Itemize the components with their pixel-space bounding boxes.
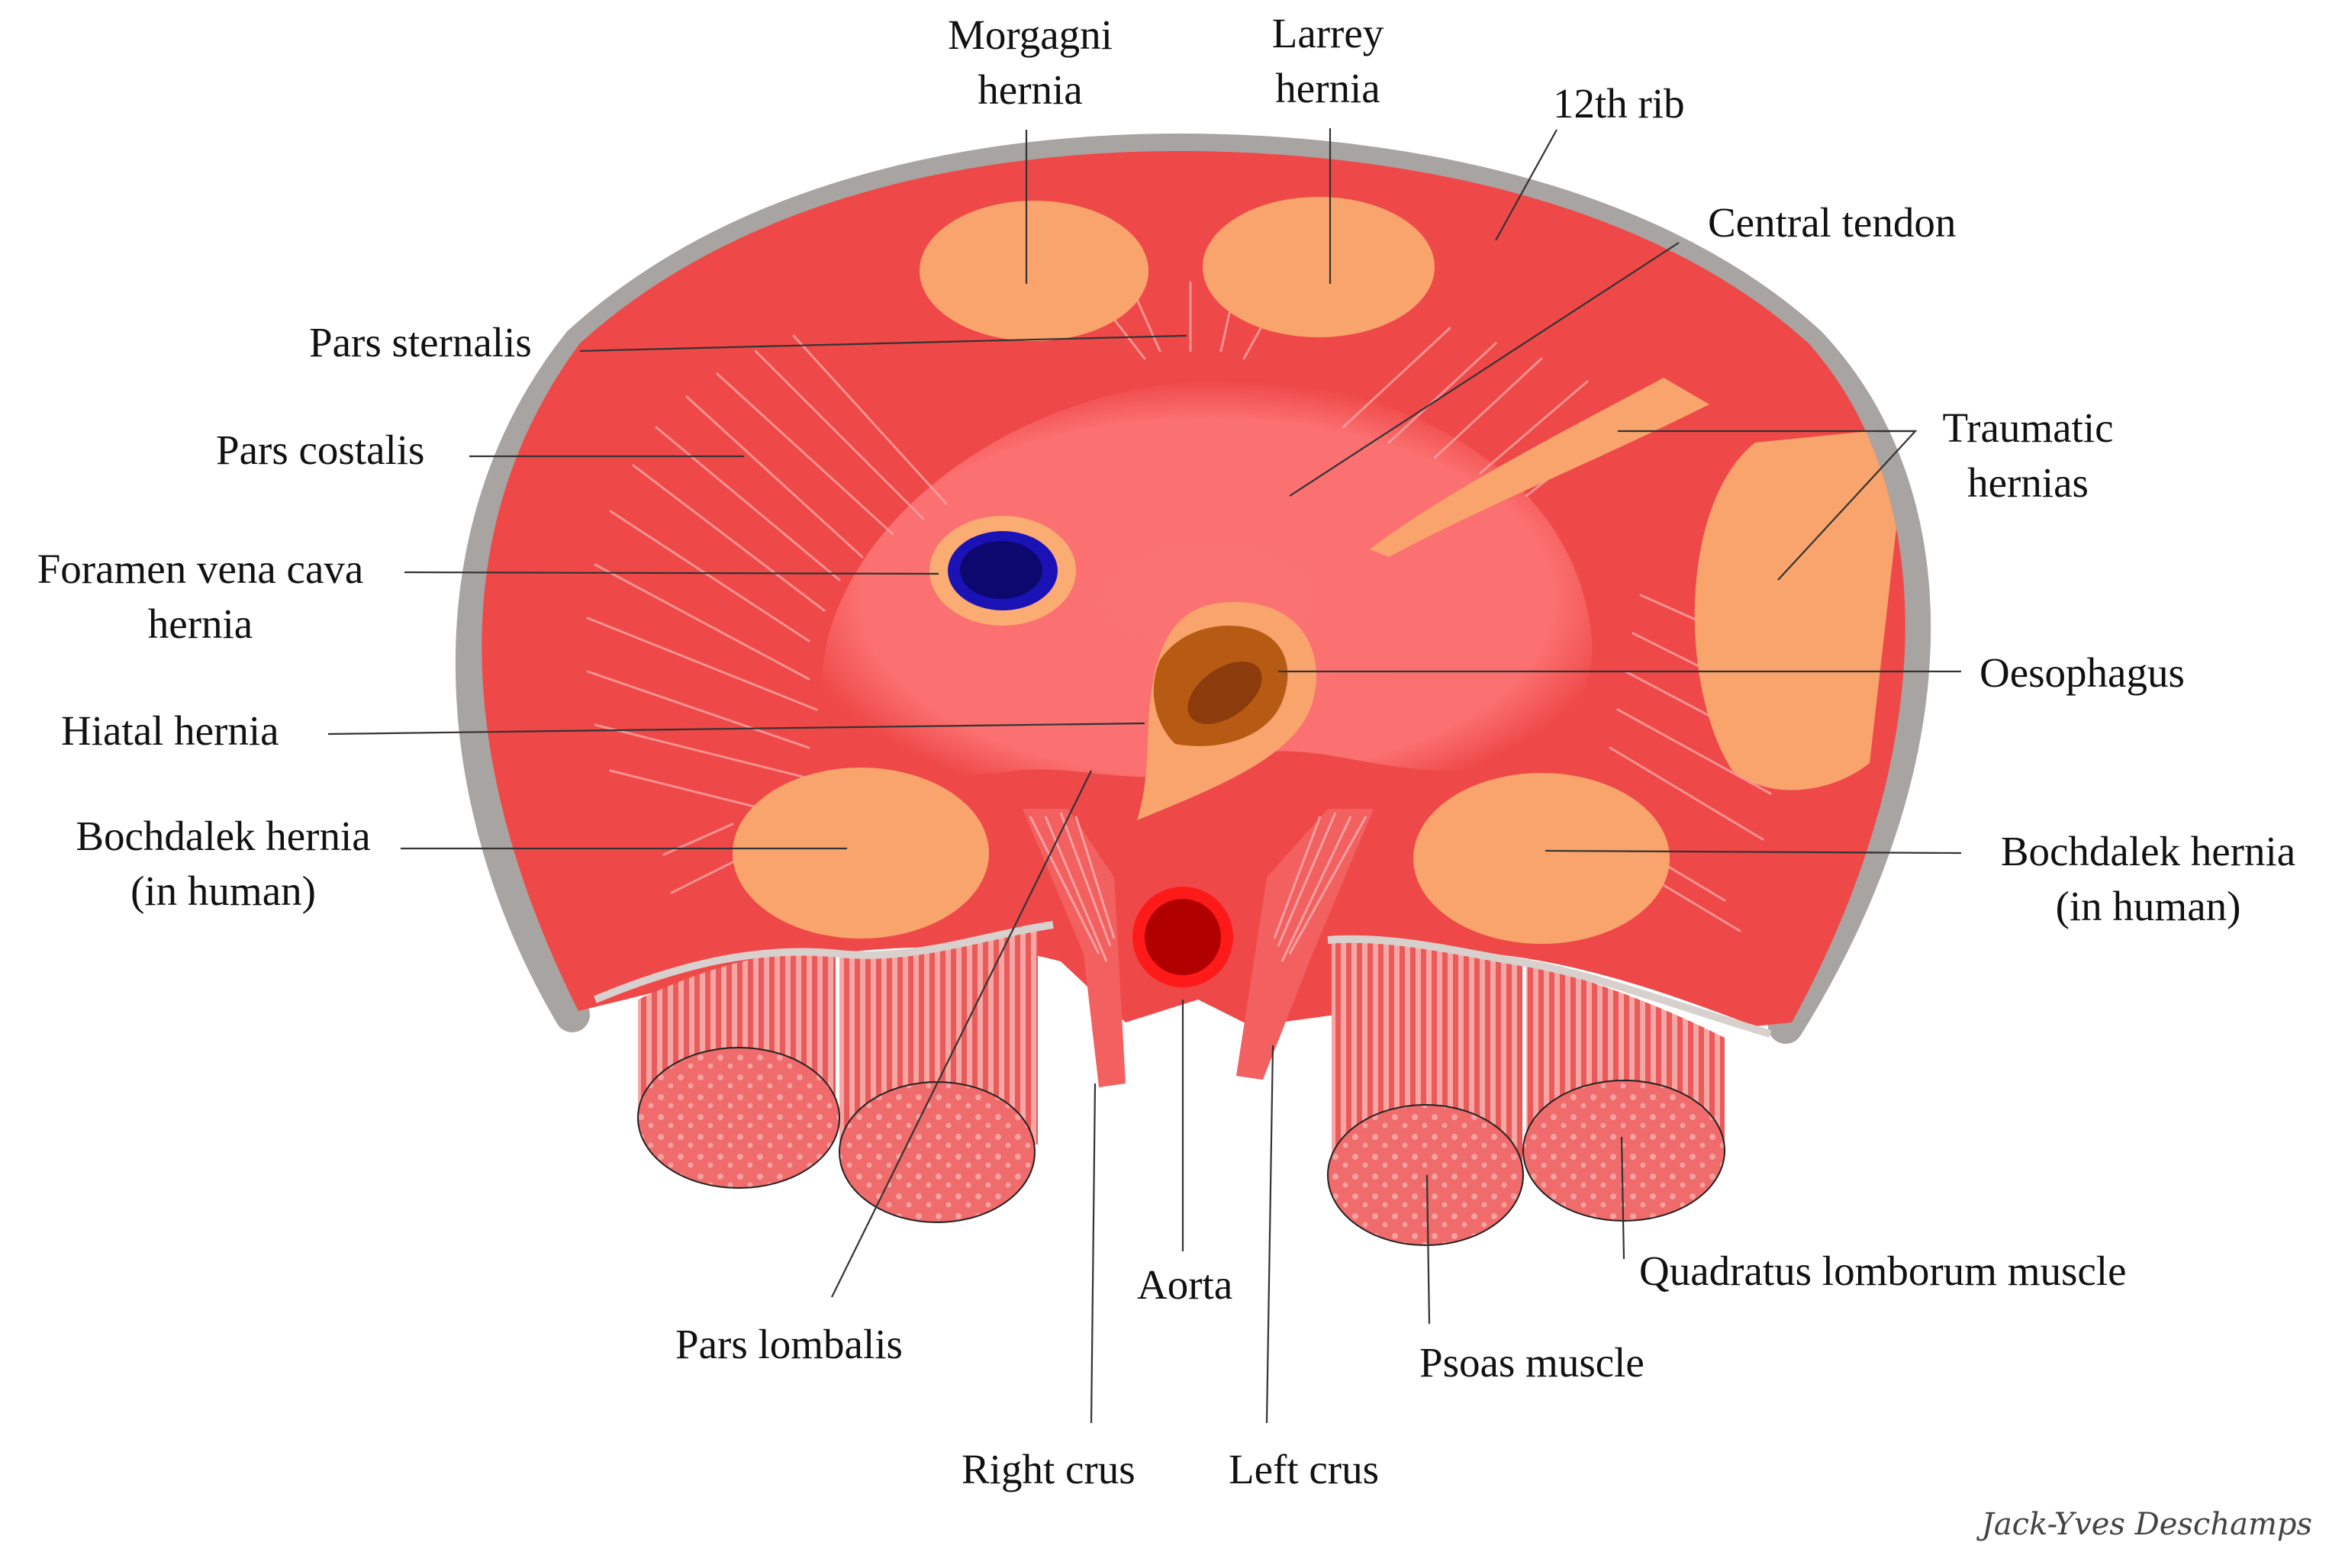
right-crus bbox=[1023, 809, 1126, 1087]
psoas-label: Psoas muscle bbox=[1419, 1339, 1644, 1386]
aorta-label: Aorta bbox=[1137, 1261, 1233, 1308]
right-crus-label: Right crus bbox=[962, 1446, 1136, 1492]
muscle-fibres bbox=[586, 281, 1780, 932]
quadratus-end bbox=[1522, 1080, 1725, 1222]
left-psoas-end-2 bbox=[839, 1081, 1036, 1223]
larrey-hernia bbox=[1203, 197, 1435, 337]
morgagni-hernia-label: Morgagni hernia bbox=[948, 11, 1113, 113]
author-signature: Jack-Yves Deschamps bbox=[1981, 1507, 2312, 1542]
larrey-hernia-label: Larrey hernia bbox=[1271, 10, 1384, 111]
aorta-lumen bbox=[1145, 899, 1221, 975]
oesophagus-label: Oesophagus bbox=[1979, 649, 2185, 696]
crus-fibres bbox=[1029, 812, 1367, 962]
pars-lombalis-label: Pars lombalis bbox=[675, 1321, 903, 1367]
right-lumbar-muscles bbox=[1327, 935, 1772, 1246]
traumatic-hernia-slit bbox=[1370, 378, 1709, 557]
bochdalek-hernia-right-label: Bochdalek hernia (in human) bbox=[2000, 828, 2296, 929]
traumatic-hernia-crescent bbox=[1694, 427, 1905, 790]
morgagni-hernia bbox=[920, 201, 1148, 341]
rib-12-arc bbox=[456, 133, 1931, 1044]
bochdalek-hernia-right bbox=[1413, 773, 1670, 944]
central-tendon bbox=[823, 379, 1593, 778]
foramen-vena-cava-label: Foramen vena cava hernia bbox=[37, 546, 364, 647]
quadratus-label: Quadratus lomborum muscle bbox=[1639, 1248, 2127, 1294]
right-psoas-end bbox=[1327, 1104, 1524, 1246]
bochdalek-hernia-left bbox=[733, 768, 989, 939]
oesophagus-lumen bbox=[1187, 661, 1262, 725]
traumatic-hernias-label: Traumatic hernias bbox=[1942, 404, 2114, 506]
hiatal-hernia-label: Hiatal hernia bbox=[61, 707, 279, 754]
rib-12-label: 12th rib bbox=[1553, 80, 1685, 127]
pars-sternalis-label: Pars sternalis bbox=[309, 319, 532, 365]
bochdalek-hernia-left-label: Bochdalek hernia (in human) bbox=[76, 813, 371, 914]
left-psoas-end-1 bbox=[637, 1047, 840, 1189]
vena-cava-center bbox=[960, 541, 1042, 599]
left-crus-label: Left crus bbox=[1229, 1446, 1379, 1492]
left-crus bbox=[1236, 809, 1374, 1080]
pars-costalis-label: Pars costalis bbox=[216, 427, 425, 473]
central-tendon-label: Central tendon bbox=[1708, 199, 1957, 246]
leader-lines bbox=[327, 128, 1962, 1424]
